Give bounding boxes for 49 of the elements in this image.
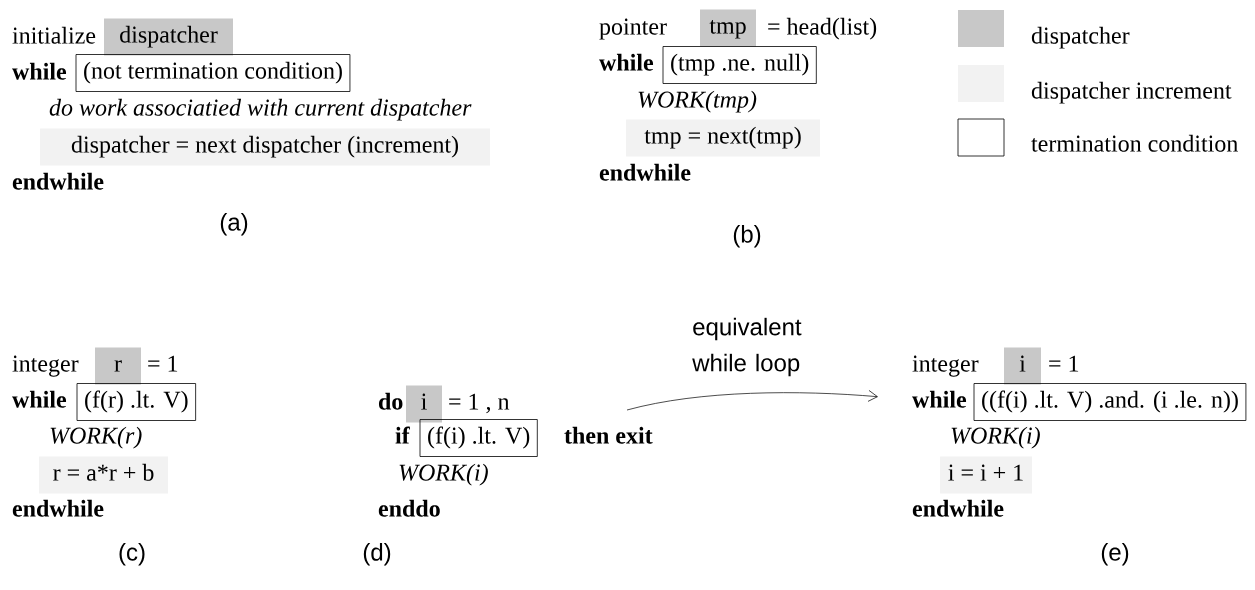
code-keyword: enddo: [378, 499, 440, 517]
code-text: = 1: [1049, 355, 1079, 372]
panel-label: (d): [363, 543, 391, 566]
condition-box: (f(r) .lt. V): [76, 383, 197, 421]
condition-box: ((f(i) .lt. V) .and. (i .le. n)): [973, 383, 1247, 421]
code-text: = 1: [148, 355, 178, 372]
shaded-variable: dispatcher: [104, 18, 233, 56]
shaded-variable: r: [95, 347, 141, 385]
shaded-statement: r = a*r + b: [39, 456, 168, 494]
code-keyword: if: [395, 426, 410, 444]
shaded-statement: tmp = next(tmp): [626, 119, 820, 157]
condition-box: (tmp .ne. null): [662, 46, 817, 84]
code-keyword: endwhile: [599, 163, 691, 181]
code-comment: WORK(i): [399, 463, 488, 486]
legend-label: dispatcher increment: [1031, 81, 1232, 104]
code-comment: WORK(tmp): [638, 90, 757, 113]
code-keyword: while: [599, 53, 654, 71]
panel-label: (b): [733, 225, 761, 248]
condition-box: (f(i) .lt. V): [419, 419, 538, 457]
panel-label: (e): [1101, 543, 1129, 566]
code-text: = head(list): [768, 17, 877, 40]
edge-label: equivalent while loop: [692, 317, 802, 377]
shaded-variable: tmp: [700, 9, 756, 47]
code-text: integer: [912, 355, 979, 377]
code-keyword: while: [912, 390, 967, 408]
code-text: integer: [12, 355, 79, 377]
arrow: [626, 390, 878, 411]
code-keyword: endwhile: [12, 499, 104, 517]
code-comment: do work associatied with current dispatcher: [49, 98, 472, 121]
legend-label: dispatcher: [1031, 26, 1130, 49]
panel-label: (c): [119, 543, 145, 566]
shaded-variable: i: [1004, 347, 1041, 385]
code-keyword: then exit: [564, 426, 653, 444]
code-comment: WORK(i): [951, 426, 1040, 449]
legend-label: termination condition: [1031, 134, 1238, 152]
panel-label: (a): [220, 213, 248, 236]
code-keyword: do: [379, 392, 403, 410]
code-text: initialize: [12, 26, 96, 44]
code-keyword: endwhile: [12, 172, 104, 190]
condition-box: (not termination condition): [75, 54, 351, 92]
code-keyword: while: [12, 390, 67, 408]
code-comment: WORK(r): [50, 426, 142, 449]
code-text: = 1 , n: [449, 393, 510, 414]
shaded-statement: dispatcher = next dispatcher (increment): [40, 128, 490, 166]
code-keyword: while: [12, 62, 67, 80]
shaded-variable: i: [406, 385, 442, 423]
code-text: pointer: [599, 18, 667, 40]
code-keyword: endwhile: [912, 499, 1004, 517]
shaded-statement: i = i + 1: [940, 456, 1032, 494]
